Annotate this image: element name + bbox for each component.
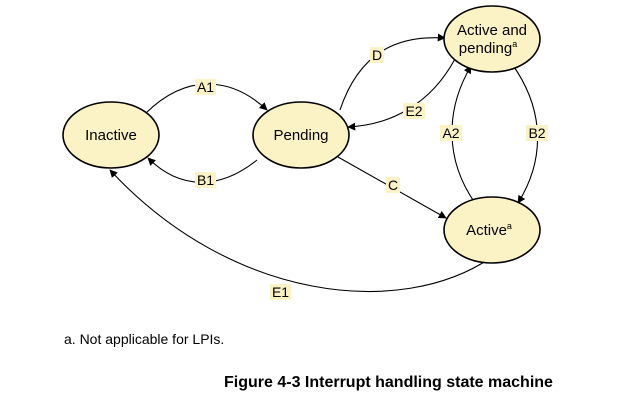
label-b2: B2 bbox=[526, 125, 548, 141]
label-a1: A1 bbox=[195, 79, 216, 95]
label-b1: B1 bbox=[195, 172, 216, 188]
state-pending-label: Pending bbox=[273, 127, 328, 144]
label-e2-text: E2 bbox=[405, 103, 422, 119]
state-active-and-pending: Active and pendinga bbox=[443, 5, 541, 73]
edge-e1 bbox=[109, 169, 493, 293]
label-a2: A2 bbox=[440, 125, 462, 141]
state-pending: Pending bbox=[252, 101, 350, 169]
state-active-and-pending-line2: pending bbox=[459, 40, 512, 57]
label-d-text: D bbox=[372, 47, 382, 63]
label-c-text: C bbox=[388, 177, 398, 193]
label-b2-text: B2 bbox=[528, 125, 545, 141]
edge-e2 bbox=[347, 58, 456, 131]
label-e2: E2 bbox=[403, 103, 425, 119]
label-e1: E1 bbox=[270, 284, 291, 300]
state-active-label-group: Activea bbox=[466, 221, 512, 239]
label-c: C bbox=[386, 177, 400, 193]
state-inactive: Inactive bbox=[62, 101, 160, 169]
state-active-label: Active bbox=[466, 222, 507, 239]
label-a2-text: A2 bbox=[442, 125, 459, 141]
label-e1-text: E1 bbox=[272, 284, 289, 300]
state-inactive-label: Inactive bbox=[85, 127, 137, 144]
state-active-sup: a bbox=[507, 221, 512, 231]
footnote: a. Not applicable for LPIs. bbox=[64, 331, 225, 347]
state-active: Activea bbox=[443, 196, 541, 264]
figure-caption: Figure 4-3 Interrupt handling state mach… bbox=[224, 374, 553, 391]
state-active-and-pending-line1: Active and bbox=[457, 22, 527, 39]
label-b1-text: B1 bbox=[197, 172, 214, 188]
state-active-and-pending-line2-group: pendinga bbox=[459, 39, 517, 57]
label-a1-text: A1 bbox=[197, 79, 214, 95]
label-d: D bbox=[370, 47, 384, 63]
state-active-and-pending-sup: a bbox=[512, 39, 517, 49]
edge-d bbox=[339, 33, 446, 111]
